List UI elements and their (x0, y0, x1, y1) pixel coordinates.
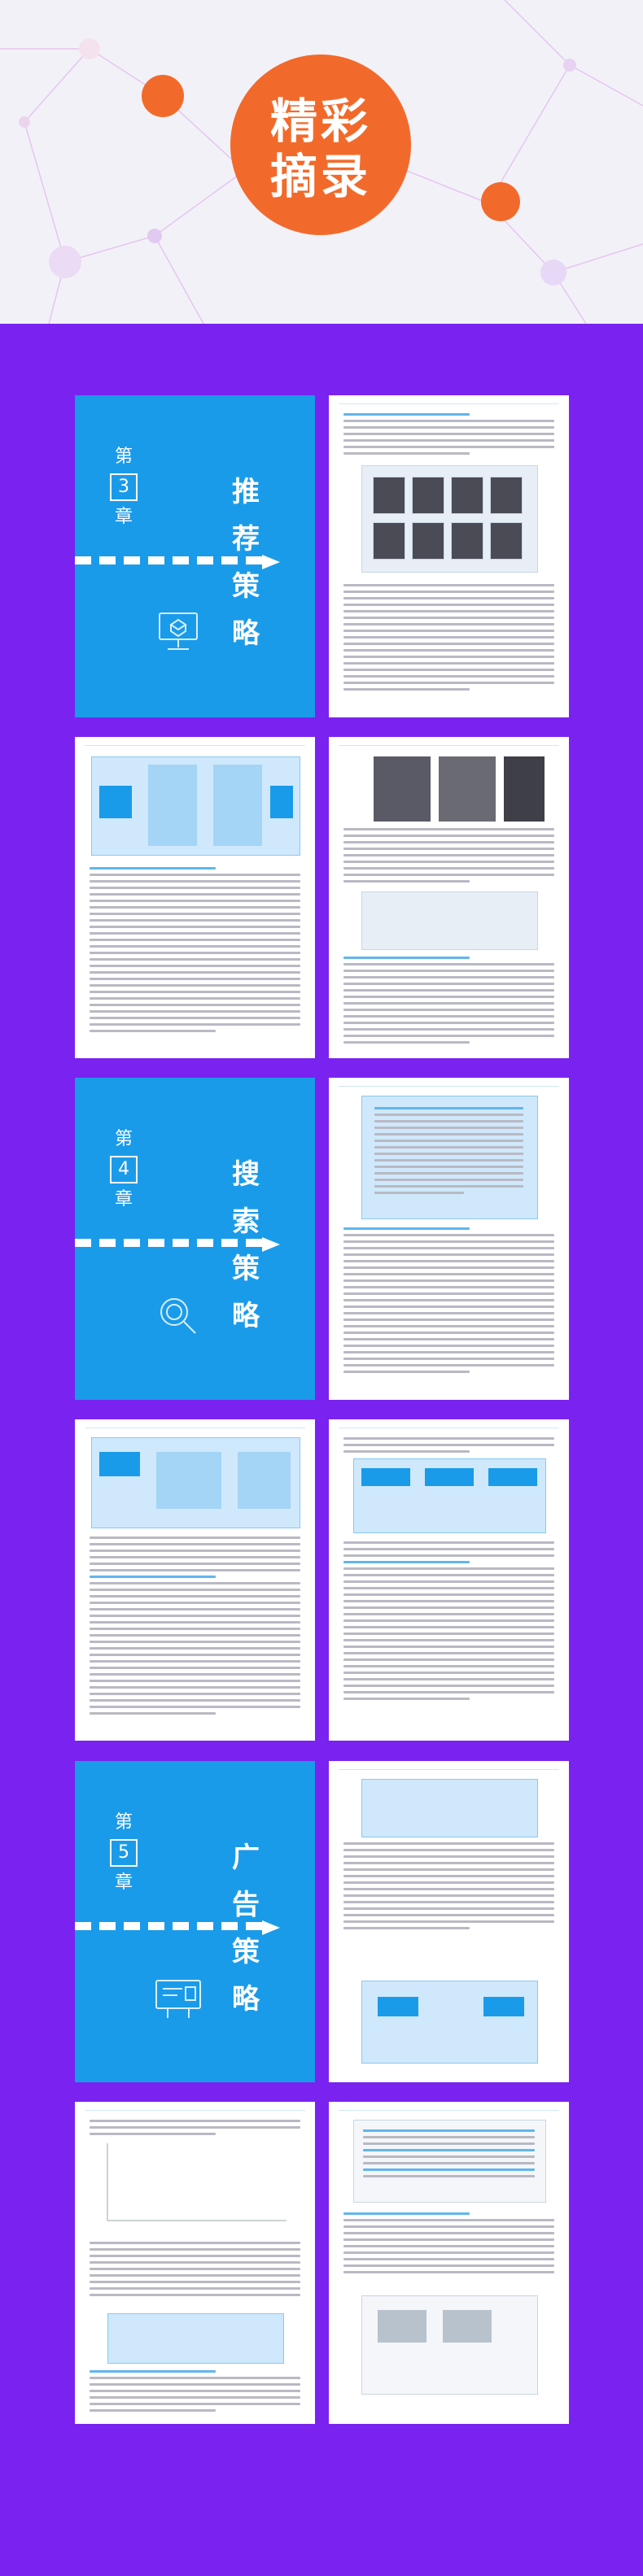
title-line-1: 精彩 (269, 94, 371, 149)
excerpt-page-ads-1 (329, 1761, 569, 2082)
network-decoration (0, 0, 643, 324)
top-banner: 精彩 摘录 (0, 0, 643, 324)
running-header (85, 2108, 305, 2111)
arrow-head-icon (262, 1237, 280, 1252)
running-header (339, 2108, 559, 2111)
running-header (85, 1426, 305, 1428)
chapter-4-cover: 第 4 章 搜 索 策 略 (75, 1078, 315, 1400)
magnifier-icon (160, 1298, 196, 1334)
excerpt-page-ads-3 (329, 2102, 569, 2424)
excerpt-page-search-2 (75, 1419, 315, 1741)
arrow-head-icon (262, 555, 280, 569)
ad-process-diagram (107, 2313, 284, 2364)
title-line-2: 摘录 (269, 149, 371, 204)
running-header (339, 743, 559, 746)
monitor-box-icon (159, 612, 198, 650)
orange-node-left (142, 75, 184, 117)
chapter-number: 第 4 章 (107, 1128, 140, 1211)
excerpt-page-ads-2 (75, 2102, 315, 2424)
excerpt-page-recommend-1 (329, 395, 569, 717)
chapter-title: 广 告 策 略 (232, 1842, 260, 2016)
orange-node-right (481, 182, 520, 221)
ad-ecosystem-diagram (361, 1779, 538, 1837)
running-header (85, 743, 305, 746)
ad-exchange-diagram (361, 1981, 538, 2064)
chapter-5-cover: 第 5 章 广 告 策 略 (75, 1761, 315, 2082)
dashed-arrow-line (75, 1922, 262, 1930)
search-ui-figure (361, 1096, 538, 1219)
product-row-figure (361, 891, 538, 950)
excerpt-page-recommend-2 (75, 737, 315, 1058)
arrow-head-icon (262, 1920, 280, 1935)
product-photo (374, 756, 431, 822)
chapter-number: 第 3 章 (107, 446, 140, 529)
chapter-3-cover: 第 3 章 推 荐 策 略 (75, 395, 315, 717)
dashed-arrow-line (75, 556, 262, 564)
page-title: 精彩 摘录 (230, 94, 411, 204)
running-header (339, 1767, 559, 1770)
running-header (339, 402, 559, 404)
dashed-arrow-line (75, 1239, 262, 1247)
search-ads-screenshot (353, 2120, 546, 2203)
running-header (339, 1426, 559, 1428)
excerpt-page-recommend-3 (329, 737, 569, 1058)
excerpt-page-search-3 (329, 1419, 569, 1741)
title-badge (230, 54, 411, 235)
ad-revenue-bar-chart (107, 2143, 287, 2221)
chapter-title: 推 荐 策 略 (232, 476, 260, 650)
excerpt-page-search-1 (329, 1078, 569, 1400)
running-header (339, 1084, 559, 1087)
billboard-icon (155, 1980, 201, 2018)
chapter-number: 第 5 章 (107, 1811, 140, 1894)
chapter-title: 搜 索 策 略 (232, 1158, 260, 1332)
